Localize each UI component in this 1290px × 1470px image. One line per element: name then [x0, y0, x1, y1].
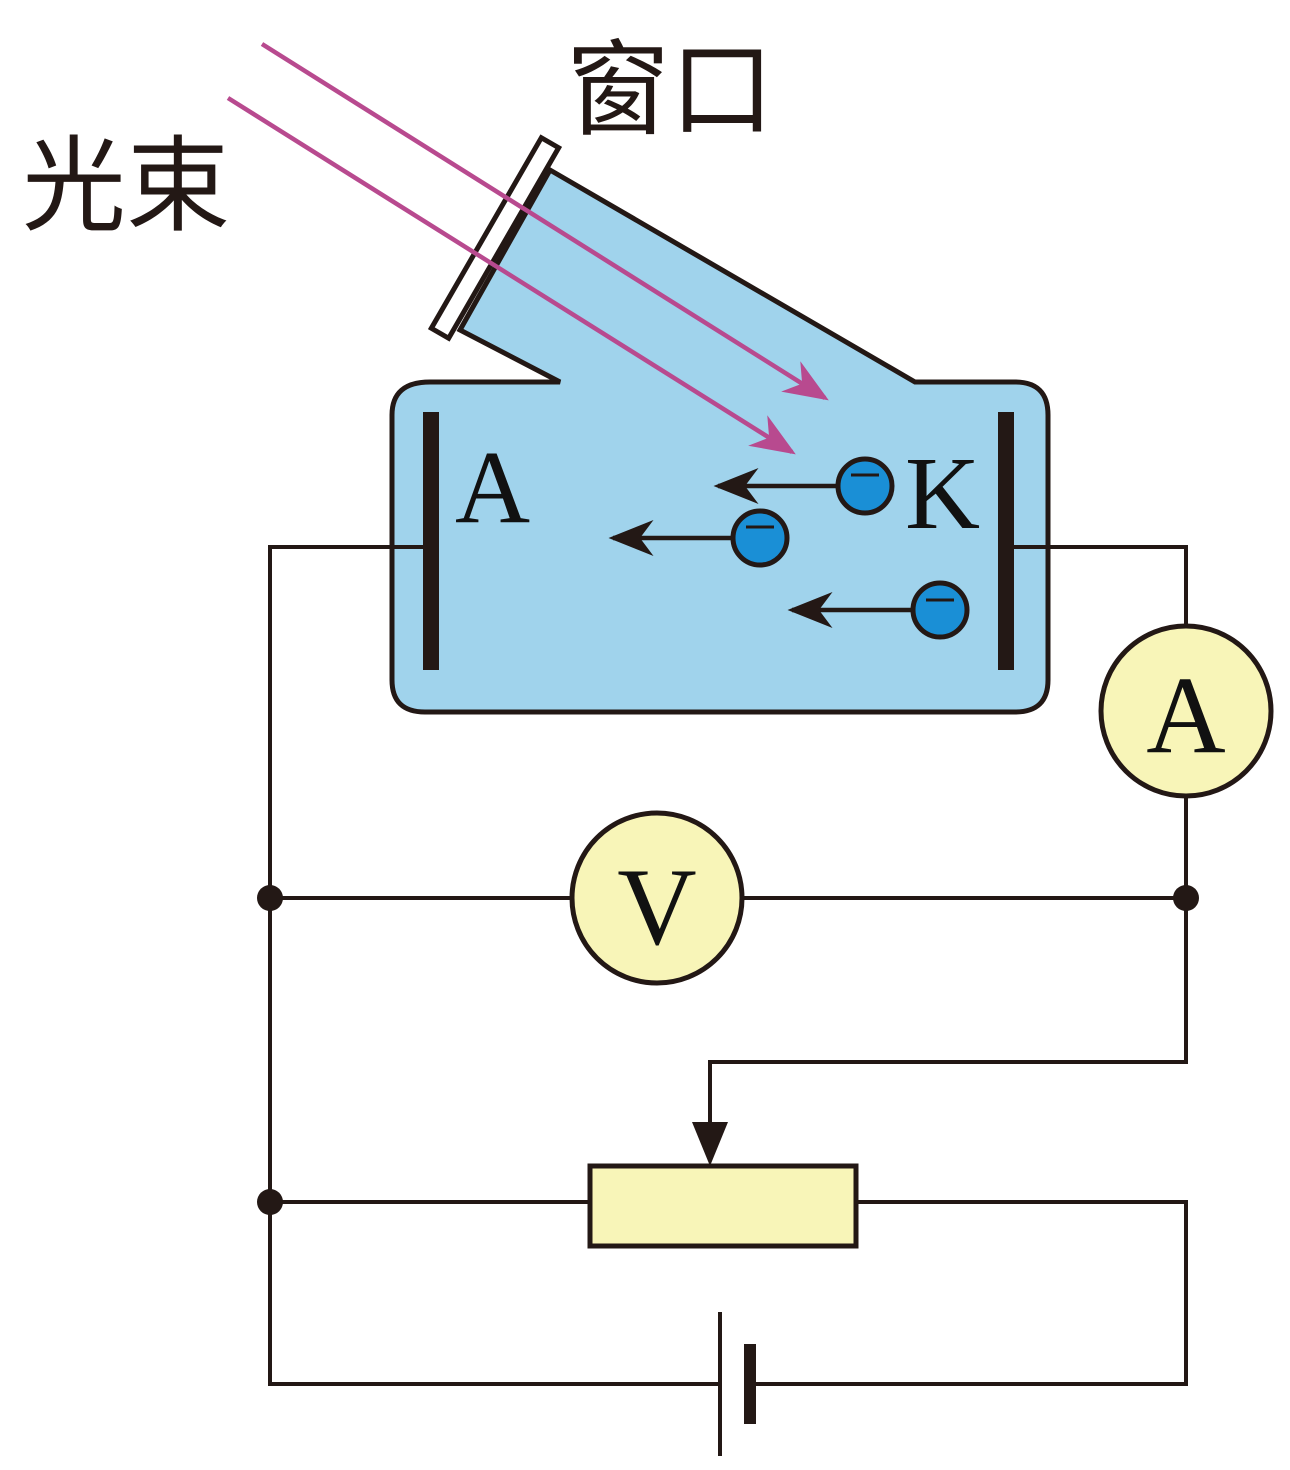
light-ray-2 [226, 96, 796, 455]
light-ray-1 [260, 42, 829, 401]
junction-dot [257, 1189, 283, 1215]
voltmeter-label: V [617, 846, 696, 968]
circuit-wires [268, 545, 1188, 1386]
electron-2 [730, 508, 790, 568]
cathode-label: K [905, 436, 980, 551]
rheostat-slider-arrow [692, 1122, 728, 1166]
junction-dot [257, 885, 283, 911]
anode-label: A [455, 430, 530, 545]
battery [718, 1312, 756, 1456]
electron-3 [910, 580, 970, 640]
ammeter-label: A [1146, 654, 1225, 776]
light-beam-label: 光束 [22, 125, 230, 247]
window-label: 窗口 [566, 29, 774, 151]
rheostat [587, 1163, 859, 1249]
window-glass [427, 134, 563, 342]
junction-dot [1173, 885, 1199, 911]
voltmeter: V [569, 810, 745, 986]
electron-1 [835, 456, 895, 516]
ammeter: A [1098, 623, 1274, 799]
